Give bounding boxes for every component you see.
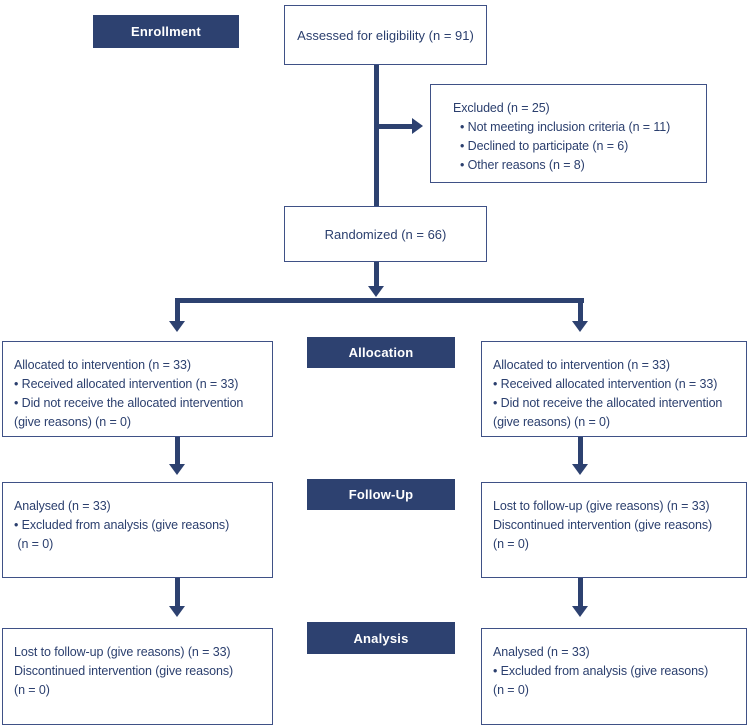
randomized-text: Randomized (n = 66) bbox=[324, 226, 447, 242]
arrow-randomized-down-stem bbox=[374, 262, 379, 287]
excluded-item: • Declined to participate (n = 6) bbox=[460, 139, 629, 153]
followup-left-item: (n = 0) bbox=[14, 537, 54, 551]
allocation-right-title: Allocated to intervention (n = 33) bbox=[493, 358, 670, 372]
arrow-split-left-head bbox=[169, 321, 185, 332]
analysis-right-item: • Excluded from analysis (give reasons) bbox=[493, 664, 709, 678]
arrow-followup-analysis-right-stem bbox=[578, 578, 583, 606]
arrow-randomized-down-head bbox=[368, 286, 384, 297]
arrow-allocation-followup-left-stem bbox=[175, 437, 180, 464]
arrow-allocation-followup-right-stem bbox=[578, 437, 583, 464]
stage-label-allocation: Allocation bbox=[307, 337, 455, 368]
randomized-box: Randomized (n = 66) bbox=[284, 206, 487, 262]
arrow-allocation-followup-left-head bbox=[169, 464, 185, 475]
allocation-left-item: • Received allocated intervention (n = 3… bbox=[14, 377, 239, 391]
analysis-right-title: Analysed (n = 33) bbox=[493, 645, 590, 659]
followup-right-item: Discontinued intervention (give reasons) bbox=[493, 518, 713, 532]
allocation-right-item: • Received allocated intervention (n = 3… bbox=[493, 377, 718, 391]
allocation-left-box: Allocated to intervention (n = 33) • Rec… bbox=[2, 341, 273, 437]
allocation-right-box: Allocated to intervention (n = 33) • Rec… bbox=[481, 341, 747, 437]
followup-left-title: Analysed (n = 33) bbox=[14, 499, 111, 513]
allocation-right-item: • Did not receive the allocated interven… bbox=[493, 396, 726, 429]
allocation-left-title: Allocated to intervention (n = 33) bbox=[14, 358, 191, 372]
arrow-followup-analysis-right-head bbox=[572, 606, 588, 617]
assessed-eligibility-box: Assessed for eligibility (n = 91) bbox=[284, 5, 487, 65]
stage-label-analysis: Analysis bbox=[307, 622, 455, 654]
arrow-assessed-to-randomized bbox=[374, 65, 379, 206]
followup-left-item: • Excluded from analysis (give reasons) bbox=[14, 518, 230, 532]
analysis-left-item: (n = 0) bbox=[14, 683, 50, 697]
arrow-followup-analysis-left-stem bbox=[175, 578, 180, 606]
arrow-split-left-stem bbox=[175, 298, 180, 321]
excluded-box: Excluded (n = 25) • Not meeting inclusio… bbox=[430, 84, 707, 183]
arrow-allocation-followup-right-head bbox=[572, 464, 588, 475]
stage-label-enrollment: Enrollment bbox=[93, 15, 239, 48]
excluded-title: Excluded (n = 25) bbox=[453, 101, 550, 115]
analysis-left-title: Lost to follow-up (give reasons) (n = 33… bbox=[14, 645, 231, 659]
arrow-split-right-head bbox=[572, 321, 588, 332]
arrow-to-excluded-stem bbox=[379, 124, 412, 129]
followup-left-box: Analysed (n = 33) • Excluded from analys… bbox=[2, 482, 273, 578]
analysis-right-box: Analysed (n = 33) • Excluded from analys… bbox=[481, 628, 747, 725]
excluded-item: • Not meeting inclusion criteria (n = 11… bbox=[460, 120, 671, 134]
split-bar bbox=[175, 298, 584, 303]
analysis-right-item: (n = 0) bbox=[493, 683, 529, 697]
excluded-item: • Other reasons (n = 8) bbox=[460, 158, 585, 172]
followup-right-item: (n = 0) bbox=[493, 537, 529, 551]
followup-right-title: Lost to follow-up (give reasons) (n = 33… bbox=[493, 499, 710, 513]
analysis-left-item: Discontinued intervention (give reasons) bbox=[14, 664, 234, 678]
analysis-left-box: Lost to follow-up (give reasons) (n = 33… bbox=[2, 628, 273, 725]
allocation-left-item: • Did not receive the allocated interven… bbox=[14, 396, 247, 429]
arrow-to-excluded-head bbox=[412, 118, 423, 134]
arrow-followup-analysis-left-head bbox=[169, 606, 185, 617]
arrow-split-right-stem bbox=[578, 298, 583, 321]
assessed-eligibility-text: Assessed for eligibility (n = 91) bbox=[297, 27, 474, 43]
followup-right-box: Lost to follow-up (give reasons) (n = 33… bbox=[481, 482, 747, 578]
stage-label-followup: Follow-Up bbox=[307, 479, 455, 510]
